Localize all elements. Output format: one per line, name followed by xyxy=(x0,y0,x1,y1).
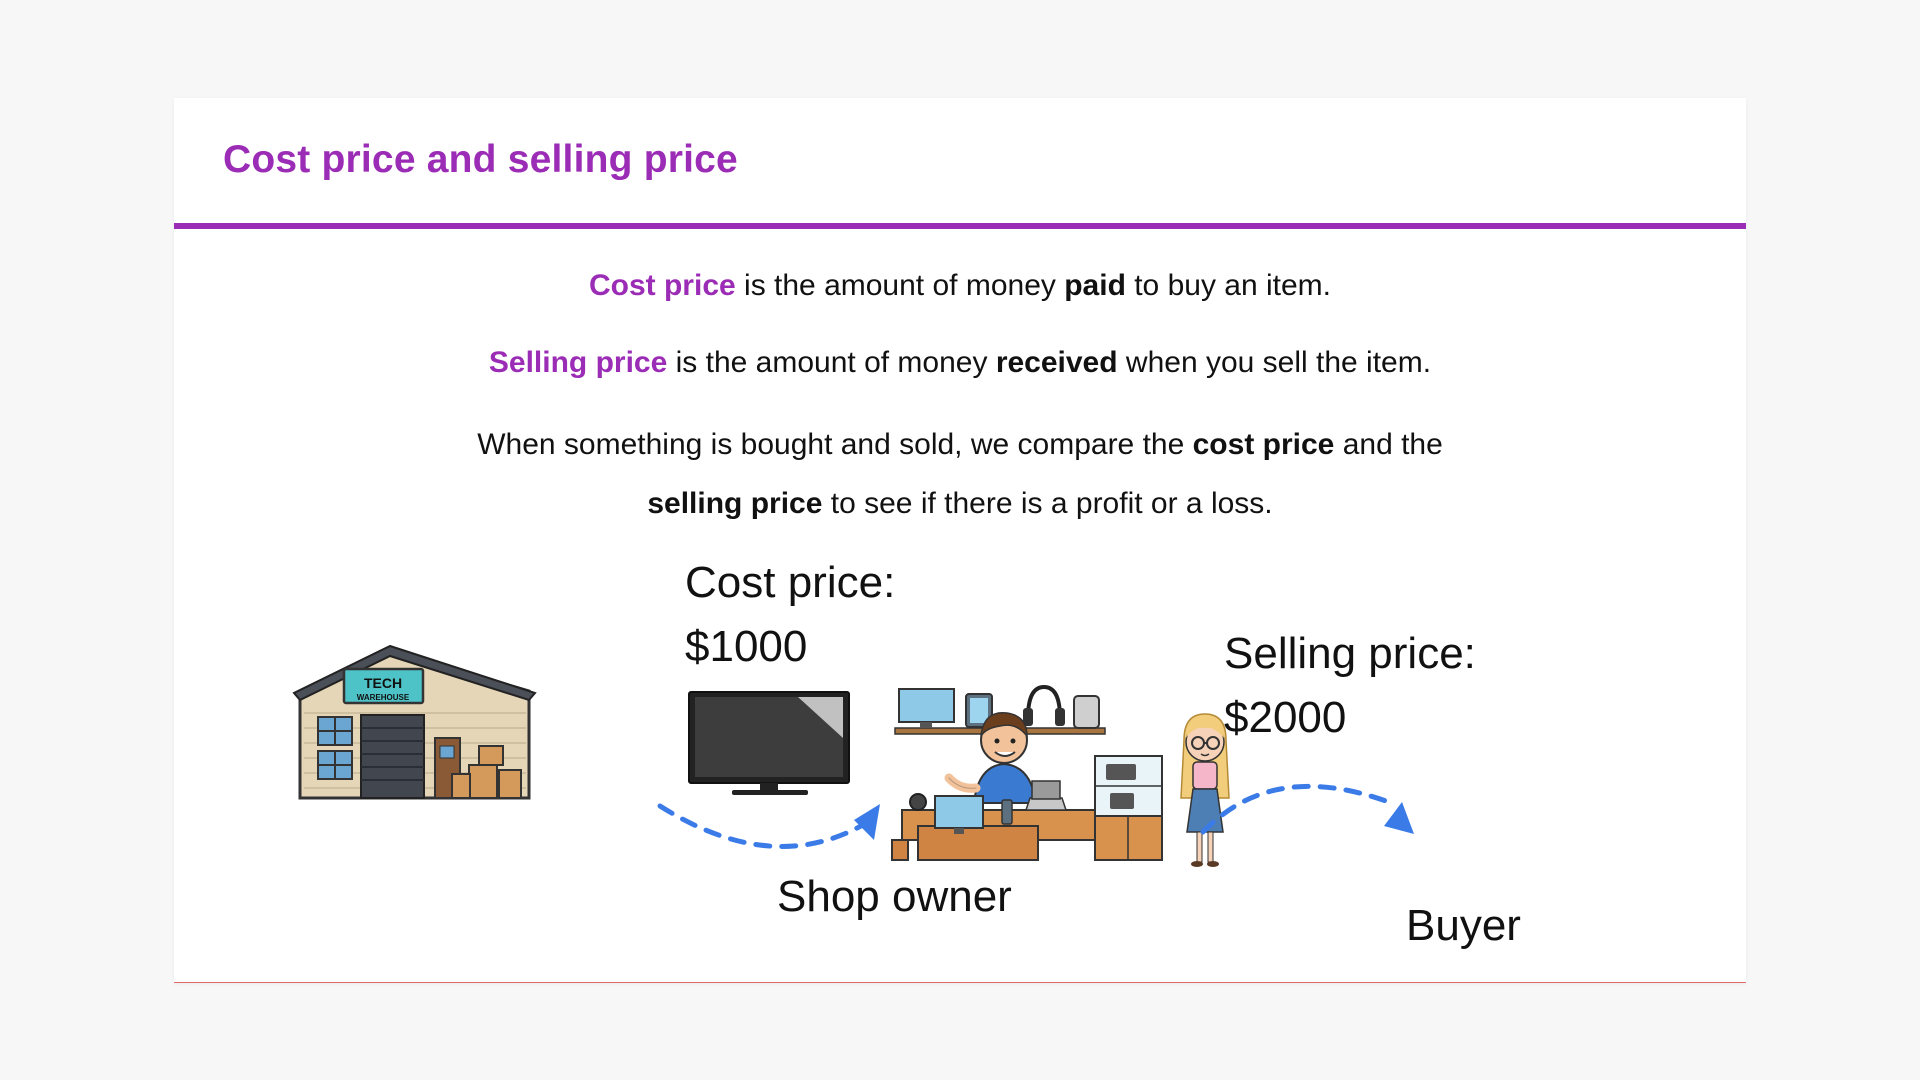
arrow-to-buyer xyxy=(1200,783,1414,835)
selling-def-emphasis: received xyxy=(995,346,1118,379)
cost-price-label: Cost price: xyxy=(685,558,896,607)
shop-owner-icon xyxy=(891,684,1163,861)
cost-price-term: Cost price xyxy=(588,269,736,302)
selling-price-value: $2000 xyxy=(1224,693,1347,742)
illustration-scene: TECH WAREHOUSE xyxy=(292,644,1414,867)
cost-price-value: $1000 xyxy=(685,622,808,671)
selling-def-text-before: is the amount of money xyxy=(667,346,996,379)
slide-title: Cost price and selling price xyxy=(223,138,738,181)
compare-part2: and the xyxy=(1334,428,1443,461)
selling-price-label: Selling price: xyxy=(1224,629,1476,678)
warehouse-sign-line1: TECH xyxy=(364,675,402,691)
compare-explanation: When something is bought and sold, we co… xyxy=(174,415,1746,533)
selling-def-text-after: when you sell the item. xyxy=(1117,346,1432,379)
selling-price-definition: Selling price is the amount of money rec… xyxy=(174,333,1746,392)
cost-def-text-before: is the amount of money xyxy=(735,269,1065,302)
buyer-icon xyxy=(1180,713,1230,867)
compare-part1: When something is bought and sold, we co… xyxy=(477,428,1193,461)
compare-part3: to see if there is a profit or a loss. xyxy=(822,487,1273,520)
slide-header: Cost price and selling price xyxy=(174,98,1746,229)
tv-icon xyxy=(688,691,850,795)
warehouse-icon: TECH WAREHOUSE xyxy=(292,644,537,800)
compare-bold2: selling price xyxy=(647,487,823,520)
arrow-to-shop xyxy=(657,803,880,849)
cost-def-text-after: to buy an item. xyxy=(1125,269,1331,302)
warehouse-sign-line2: WAREHOUSE xyxy=(357,693,410,702)
selling-price-term: Selling price xyxy=(488,346,668,379)
slide-card: Cost price and selling price Cost price … xyxy=(174,98,1746,983)
compare-bold1: cost price xyxy=(1192,428,1335,461)
cost-price-definition: Cost price is the amount of money paid t… xyxy=(174,256,1746,315)
buyer-label: Buyer xyxy=(1406,901,1521,950)
shop-owner-label: Shop owner xyxy=(777,872,1012,921)
cost-def-emphasis: paid xyxy=(1064,269,1126,302)
